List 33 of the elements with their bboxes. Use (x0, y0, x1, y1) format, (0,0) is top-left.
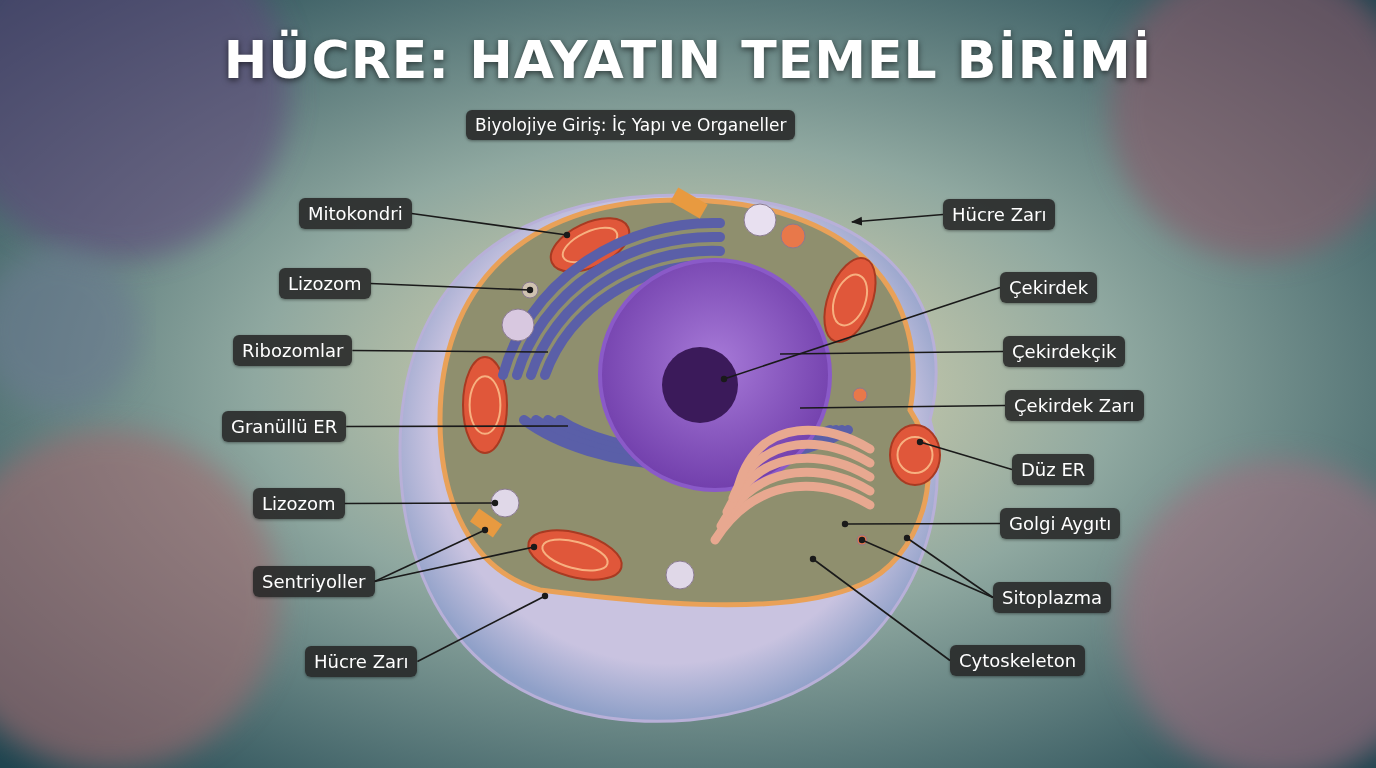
leader-line (410, 212, 571, 239)
organelle-label: Sitoplazma (993, 582, 1111, 613)
leader-line (779, 350, 1004, 355)
leader-line (841, 520, 1001, 528)
organelle-label: Lizozom (253, 488, 345, 519)
organelle-label: Golgi Aygıtı (1000, 508, 1121, 539)
organelle-label: Granüllü ER (222, 411, 347, 442)
leader-line (850, 213, 944, 226)
leader-line (916, 438, 1013, 471)
leader-line (351, 349, 549, 353)
leader-line (858, 536, 994, 599)
organelle-label: Çekirdekçik (1003, 336, 1126, 367)
leader-line (720, 286, 1001, 383)
leader-line (416, 592, 549, 663)
organelle-label: Hücre Zarı (943, 199, 1056, 230)
organelle-label: Lizozom (279, 268, 371, 299)
leader-line (809, 555, 951, 662)
organelle-label: Çekirdek (1000, 272, 1098, 303)
subtitle-pill: Biyolojiye Giriş: İç Yapı ve Organeller (466, 110, 796, 140)
organelle-label: Hücre Zarı (305, 646, 418, 677)
leader-line (369, 282, 534, 294)
organelle-label: Çekirdek Zarı (1005, 390, 1144, 421)
leader-line (345, 425, 569, 428)
organelle-label: Cytoskeleton (950, 645, 1086, 676)
leader-line (373, 543, 538, 583)
organelle-label: Düz ER (1012, 454, 1095, 485)
organelle-label: Sentriyoller (253, 566, 375, 597)
organelle-label: Mitokondri (299, 198, 412, 229)
organelle-label: Ribozomlar (233, 335, 353, 366)
title: HÜCRE: HAYATIN TEMEL BİRİMİ (222, 30, 1154, 90)
leader-line (343, 499, 499, 507)
leader-line (799, 404, 1006, 409)
leader-line (903, 534, 994, 599)
